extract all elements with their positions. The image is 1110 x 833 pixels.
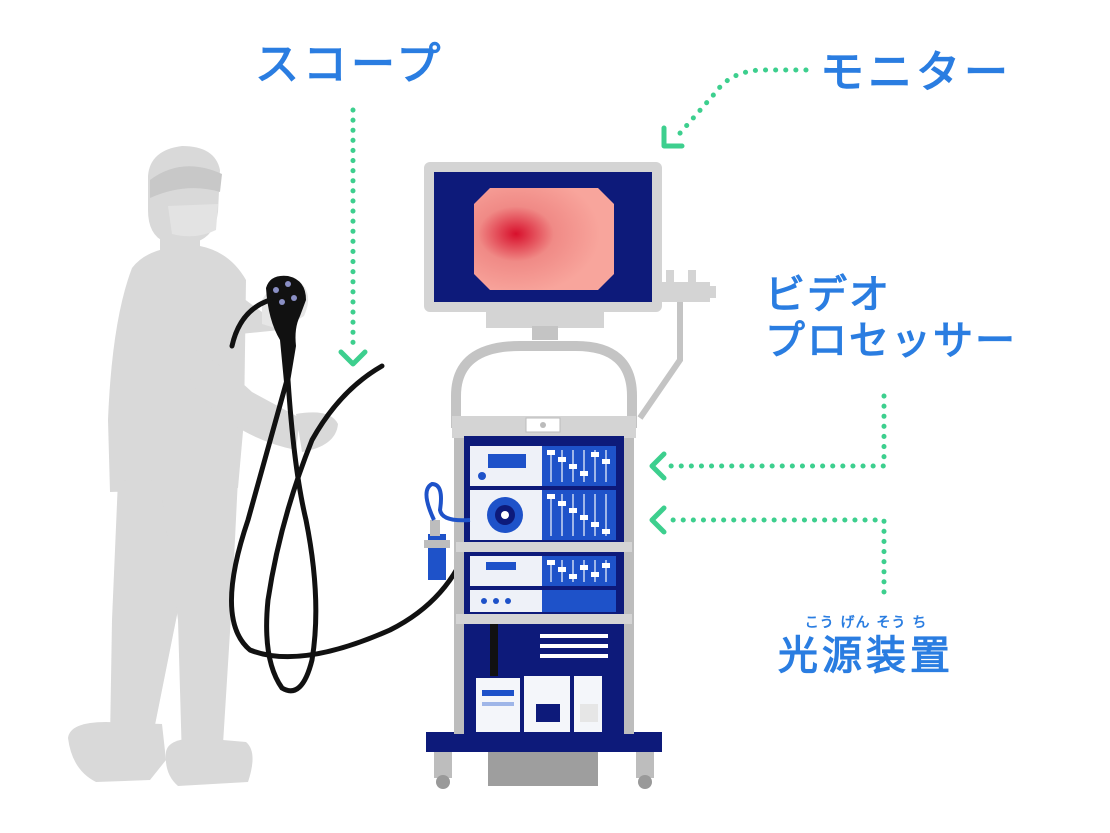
slider-knob <box>580 471 588 476</box>
slider-knob <box>591 522 599 527</box>
endoscopic-image <box>474 188 614 290</box>
label-video-processor: ビデオ プロセッサー <box>765 272 1017 364</box>
slider-track <box>594 560 596 582</box>
slider-track <box>561 494 563 536</box>
arrow-monitor <box>661 67 809 149</box>
label-monitor: モニター <box>820 47 1012 98</box>
label-video-processor-line2: プロセッサー <box>765 318 1017 364</box>
slider-knob <box>547 450 555 455</box>
slider-knob <box>602 459 610 464</box>
slider-knob <box>547 494 555 499</box>
cap-icon <box>150 166 222 198</box>
slider-knob <box>569 508 577 513</box>
slider-track <box>605 450 607 482</box>
label-video-processor-line1: ビデオ <box>765 272 891 318</box>
arrow-light-source <box>649 505 887 595</box>
label-scope: スコープ <box>255 39 445 90</box>
label-light-source: こう げん そう ち 光源装置 <box>778 615 954 679</box>
slider-knob <box>602 563 610 568</box>
label-light-source-reading: こう げん そう ち <box>804 615 928 631</box>
slider-knob <box>558 457 566 462</box>
label-light-source-text: 光源装置 <box>778 633 954 680</box>
slider-knob <box>591 572 599 577</box>
endoscopy-cart-icon <box>426 341 662 789</box>
arrow-scope <box>338 107 368 367</box>
slider-knob <box>602 529 610 534</box>
slider-track <box>550 450 552 482</box>
slider-track <box>572 560 574 582</box>
slider-track <box>583 560 585 582</box>
slider-knob <box>558 501 566 506</box>
slider-knob <box>591 452 599 457</box>
arrow-video-processor <box>649 393 887 481</box>
slider-knob <box>580 515 588 520</box>
person-silhouette-icon <box>68 146 338 786</box>
slider-knob <box>547 560 555 565</box>
slider-track <box>572 494 574 536</box>
slider-track <box>550 560 552 582</box>
monitor-icon <box>424 162 716 420</box>
slider-track <box>605 494 607 536</box>
slider-track <box>550 494 552 536</box>
face-mask-icon <box>168 204 218 237</box>
water-bottle-icon <box>424 481 471 580</box>
slider-track <box>561 450 563 482</box>
slider-track <box>583 450 585 482</box>
slider-track <box>594 494 596 536</box>
slider-knob <box>569 464 577 469</box>
slider-knob <box>558 567 566 572</box>
control-panel-sliders <box>547 450 610 582</box>
slider-knob <box>569 574 577 579</box>
slider-track <box>605 560 607 582</box>
slider-track <box>594 450 596 482</box>
slider-knob <box>580 565 588 570</box>
